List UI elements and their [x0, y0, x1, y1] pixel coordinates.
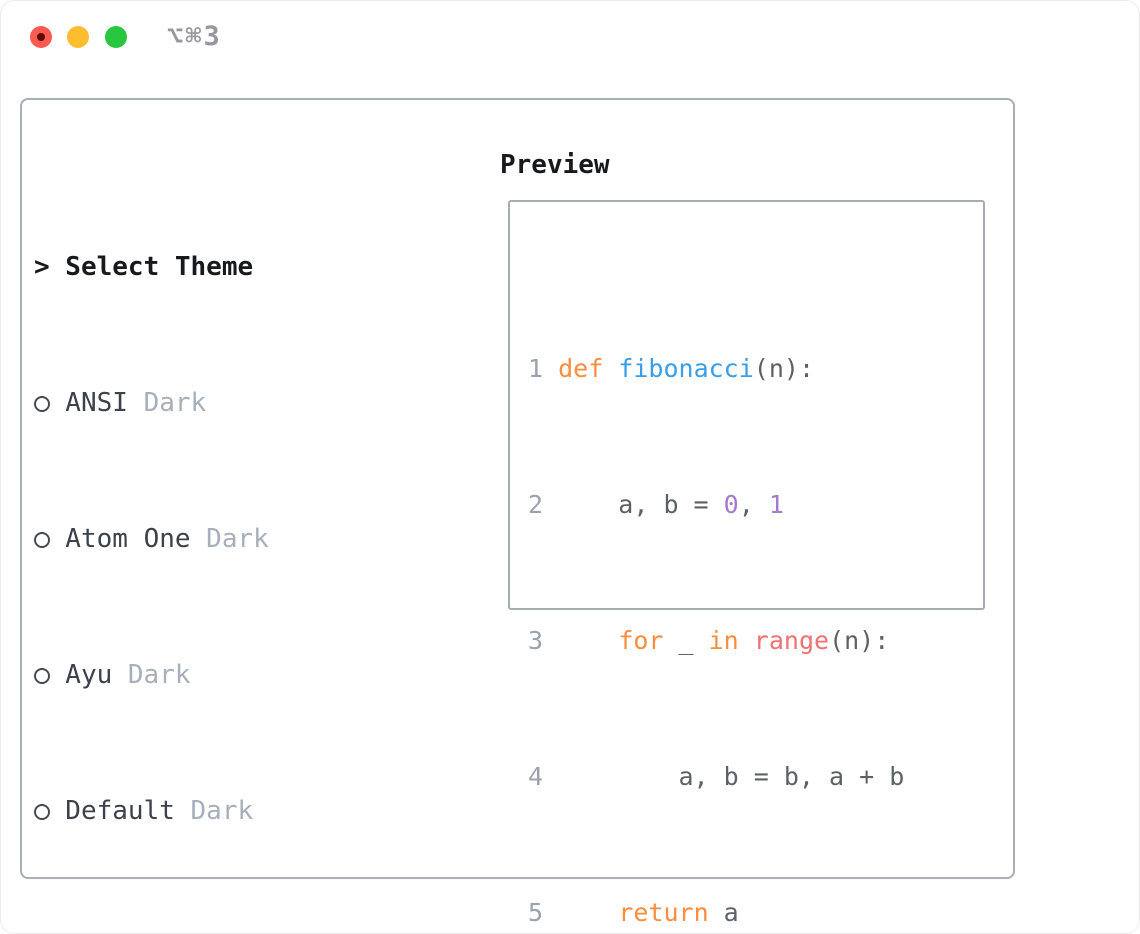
preview-title: Preview [500, 150, 610, 180]
close-dot-icon [37, 33, 45, 41]
preview-box: 1 def fibonacci(n): 2 a, b = 0, 1 3 for … [508, 200, 985, 927]
line-number: 5 [528, 898, 544, 927]
code-preview: 1 def fibonacci(n): 2 a, b = 0, 1 3 for … [528, 250, 964, 934]
line-number: 4 [528, 762, 544, 791]
theme-variant-tag: Dark [206, 524, 269, 554]
maximize-button[interactable] [105, 26, 127, 48]
code-line-4: 4 a, b = b, a + b [528, 760, 964, 794]
code-line-5: 5 return a [528, 896, 964, 930]
code-line-1: 1 def fibonacci(n): [528, 352, 964, 386]
select-theme-header: > Select Theme [34, 250, 472, 284]
minimize-button[interactable] [67, 26, 89, 48]
close-button[interactable] [30, 26, 52, 48]
theme-variant-tag: Dark [127, 660, 191, 690]
window-title: ⌥⌘3 [167, 21, 222, 52]
theme-variant-tag: Dark [191, 932, 254, 934]
cursor-arrow-icon: > [34, 252, 50, 282]
theme-variant-tag: Dark [143, 388, 207, 418]
radio-icon [34, 522, 65, 556]
line-number: 2 [528, 490, 544, 519]
radio-icon [34, 930, 65, 934]
theme-variant-tag: Dark [190, 796, 254, 826]
radio-icon [34, 658, 65, 692]
line-number: 3 [528, 626, 544, 655]
code-line-2: 2 a, b = 0, 1 [528, 488, 964, 522]
theme-option-dracula-dark[interactable]: DraculaDark [34, 930, 472, 934]
radio-icon [34, 794, 65, 828]
radio-icon [34, 386, 65, 420]
line-number: 1 [528, 354, 544, 383]
code-line-3: 3 for _ in range(n): [528, 624, 964, 658]
select-theme-title: Select Theme [65, 252, 254, 282]
